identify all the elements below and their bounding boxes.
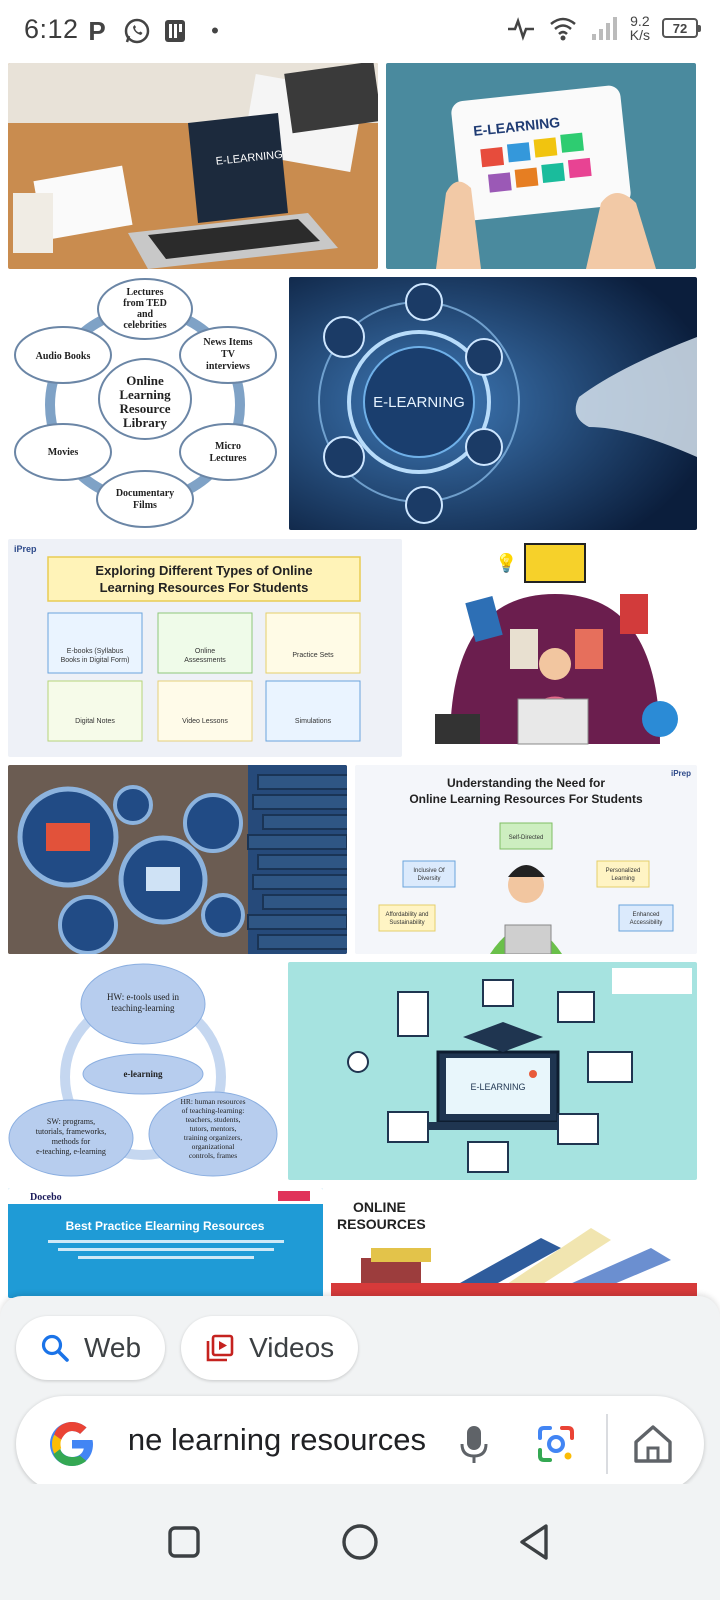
- image-result-elearning-teal[interactable]: E-LEARNING: [288, 962, 697, 1180]
- news-app-icon: [162, 17, 188, 45]
- online-resources-line2: RESOURCES: [337, 1216, 426, 1232]
- svg-text:Sustainability: Sustainability: [389, 920, 424, 926]
- svg-text:💡: 💡: [495, 552, 517, 573]
- online-resources-line1: ONLINE: [353, 1199, 406, 1215]
- image-results-grid: E-LEARNING E-LEARNING: [0, 62, 720, 1302]
- svg-text:Assessments: Assessments: [184, 657, 226, 664]
- recent-apps-icon[interactable]: [162, 1520, 206, 1564]
- filter-chips: Web Videos: [16, 1316, 359, 1380]
- google-logo-icon: [50, 1422, 93, 1466]
- svg-text:Accessibility: Accessibility: [630, 920, 663, 926]
- image-result-exploring-types[interactable]: iPrep Exploring Different Types of Onlin…: [8, 539, 402, 757]
- understanding-title-line1: Understanding the Need for: [447, 776, 605, 790]
- image-result-elearning-tablet[interactable]: E-LEARNING: [386, 63, 696, 269]
- videos-chip-label: Videos: [249, 1332, 335, 1363]
- svg-text:Online: Online: [195, 648, 215, 655]
- svg-text:E-books (Syllabus: E-books (Syllabus: [67, 648, 124, 655]
- activity-icon: [507, 17, 534, 41]
- image-result-online-resources-books[interactable]: ONLINE RESOURCES: [331, 1188, 697, 1298]
- videos-chip[interactable]: Videos: [181, 1316, 359, 1380]
- iprep-brand-2: iPrep: [671, 769, 691, 778]
- teal-caption: E-LEARNING: [470, 1082, 525, 1092]
- image-result-online-learning-purple[interactable]: 💡: [410, 539, 697, 757]
- svg-text:Video Lessons: Video Lessons: [182, 718, 228, 725]
- search-bar-divider: [606, 1414, 608, 1474]
- image-result-understanding-need[interactable]: iPrep Understanding the Need for Online …: [355, 765, 697, 954]
- home-icon[interactable]: [630, 1422, 676, 1466]
- svg-text:Simulations: Simulations: [295, 718, 332, 725]
- more-notifications-dot-icon: •: [211, 18, 219, 43]
- web-chip-label: Web: [84, 1332, 142, 1363]
- back-triangle-icon[interactable]: [514, 1520, 558, 1564]
- svg-text:Practice Sets: Practice Sets: [292, 652, 334, 659]
- svg-text:Self-Directed: Self-Directed: [509, 835, 544, 841]
- search-query-text[interactable]: online learning resources: [126, 1422, 426, 1457]
- search-icon: [41, 1334, 69, 1362]
- whatsapp-icon: [122, 17, 152, 45]
- best-practice-title: Best Practice Elearning Resources: [66, 1219, 265, 1233]
- search-bar[interactable]: online learning resources: [16, 1396, 704, 1492]
- image-result-best-practice[interactable]: Docebo Best Practice Elearning Resources: [8, 1188, 323, 1298]
- svg-text:Inclusive Of: Inclusive Of: [413, 868, 445, 874]
- svg-text:Movies: Movies: [48, 447, 79, 458]
- svg-text:Diversity: Diversity: [417, 876, 440, 882]
- status-time: 6:12: [24, 14, 79, 44]
- system-navigation-bar: [0, 1484, 720, 1600]
- docebo-logo: Docebo: [30, 1192, 62, 1203]
- exploring-title-line2: Learning Resources For Students: [100, 580, 309, 595]
- video-play-icon: [206, 1334, 234, 1362]
- parking-notification-icon: P: [88, 15, 106, 46]
- futuristic-caption: E-LEARNING: [373, 394, 465, 411]
- svg-text:Affordability and: Affordability and: [386, 912, 429, 918]
- image-result-elearning-laptop[interactable]: E-LEARNING: [8, 63, 378, 269]
- iprep-brand: iPrep: [14, 544, 37, 554]
- svg-text:Digital Notes: Digital Notes: [75, 718, 115, 725]
- google-lens-icon[interactable]: [534, 1422, 578, 1466]
- exploring-title-line1: Exploring Different Types of Online: [95, 563, 312, 578]
- svg-text:Personalized: Personalized: [606, 868, 641, 874]
- svg-text:Enhanced: Enhanced: [632, 912, 659, 918]
- svg-text:Books in Digital Form): Books in Digital Form): [61, 657, 130, 664]
- battery-icon: 72: [662, 18, 701, 38]
- web-chip[interactable]: Web: [16, 1316, 166, 1380]
- signal-icon: [591, 17, 617, 40]
- svg-text:SW: programs,tutorials, framew: SW: programs,tutorials, frameworks,metho…: [36, 1117, 106, 1156]
- image-result-elearning-futuristic[interactable]: E-LEARNING: [289, 277, 697, 530]
- svg-text:Audio Books: Audio Books: [36, 351, 91, 362]
- wifi-icon: [549, 17, 576, 41]
- microphone-icon[interactable]: [452, 1422, 496, 1466]
- image-result-gears-books[interactable]: [8, 765, 347, 954]
- home-circle-icon[interactable]: [338, 1520, 382, 1564]
- svg-text:Learning: Learning: [611, 876, 634, 882]
- understanding-title-line2: Online Learning Resources For Students: [409, 792, 643, 806]
- venn-center-label: e-learning: [124, 1069, 163, 1079]
